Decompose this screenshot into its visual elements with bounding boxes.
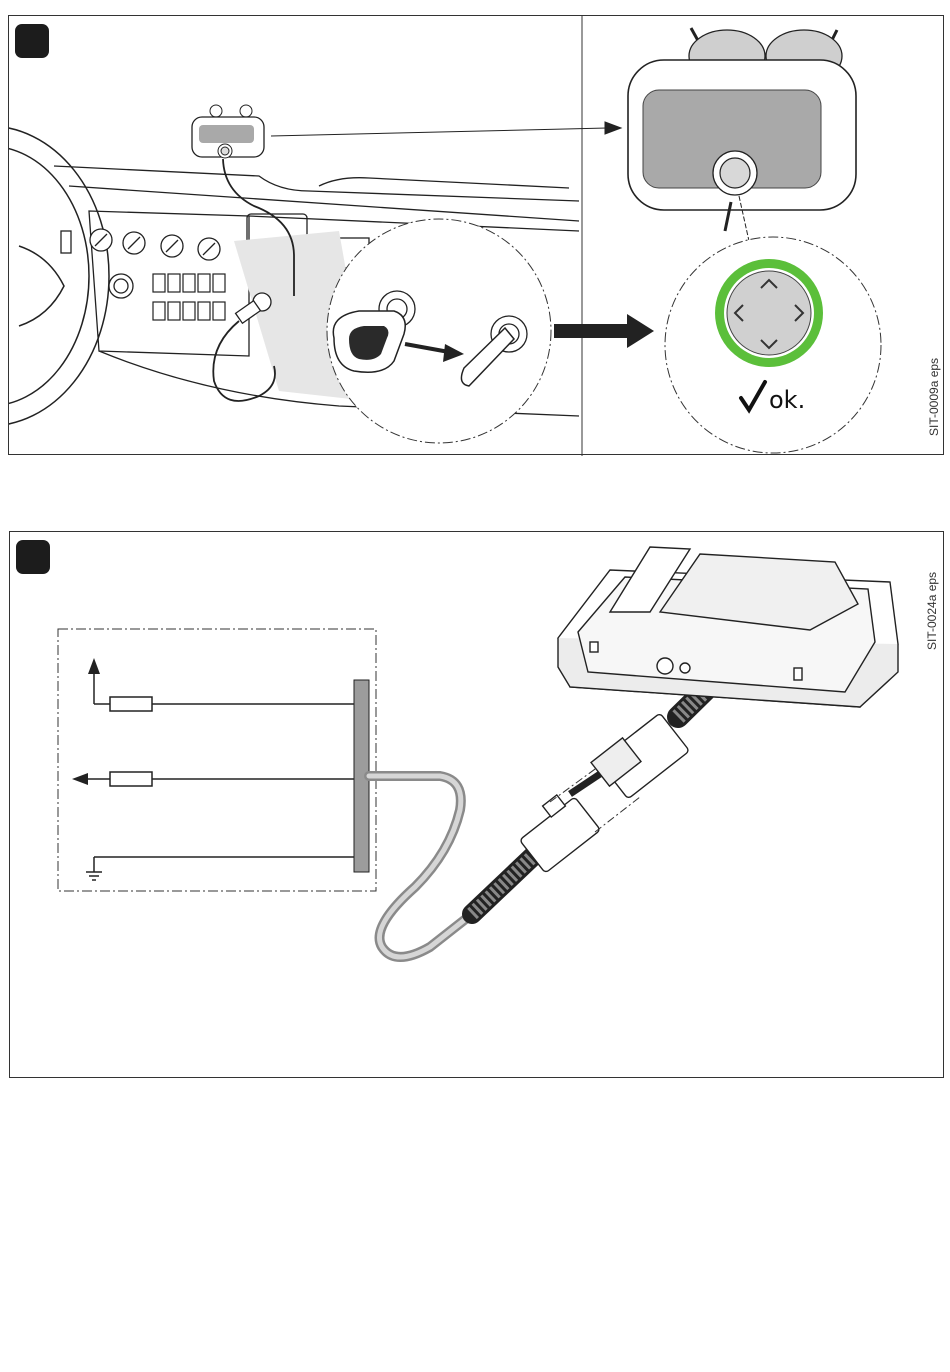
ground-line xyxy=(86,857,354,880)
large-display-unit xyxy=(628,28,856,241)
schematic-box xyxy=(58,629,376,891)
figure-2-id-label: SIT-0024a eps xyxy=(925,572,939,650)
dash-ignition xyxy=(109,274,133,298)
arrow-left-icon xyxy=(72,773,88,785)
big-arrow-right-icon xyxy=(554,314,654,348)
dashboard-knobs xyxy=(90,229,220,260)
fuse-icon xyxy=(110,772,152,786)
figure-1-panel: ok. SIT-0009a eps xyxy=(8,15,944,455)
figure-2-panel: SIT-0024a eps xyxy=(9,531,944,1078)
ok-label: ok. xyxy=(769,386,805,414)
switch-panel xyxy=(153,274,225,320)
fuse-icon xyxy=(110,697,152,711)
supply-line-1 xyxy=(94,670,354,711)
joystick-zoom-circle: ok. xyxy=(665,237,881,453)
figure-1-id-label: SIT-0009a eps xyxy=(927,358,941,436)
figure-2-illustration xyxy=(10,532,945,1079)
arrow-up-icon xyxy=(88,658,100,674)
supply-line-2 xyxy=(84,772,354,786)
figure-1-illustration: ok. xyxy=(9,16,945,456)
leader-arrow xyxy=(271,122,621,136)
key-zoom-circle xyxy=(327,219,551,443)
control-unit xyxy=(558,547,898,707)
harness-cable xyxy=(369,776,472,957)
